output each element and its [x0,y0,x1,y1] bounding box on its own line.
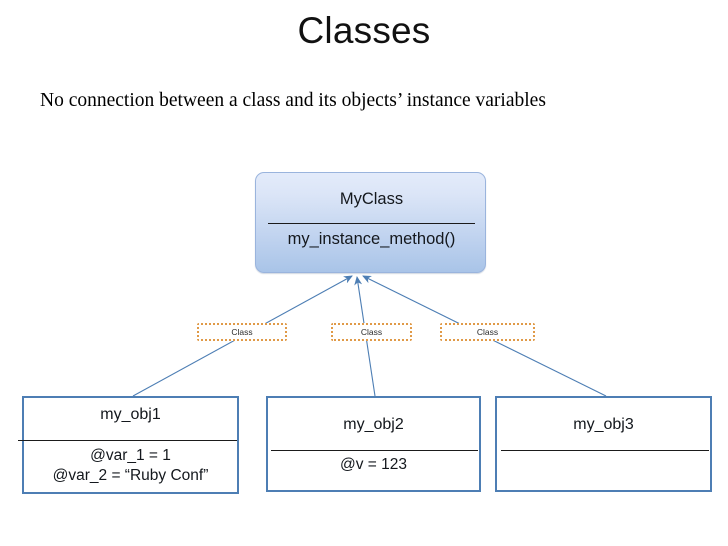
class-box-method: my_instance_method() [287,230,456,248]
object-box-attributes: @v = 123 [268,455,479,475]
object-box-name: my_obj1 [100,406,161,423]
class-tag-label: Class [360,327,383,337]
slide-subtitle: No connection between a class and its ob… [40,90,546,111]
class-tag-left[interactable]: Class [197,323,287,341]
object-box-divider [271,450,478,451]
object-box-my-obj2[interactable]: my_obj2 @v = 123 [266,396,481,492]
object-box-divider [501,450,709,451]
class-box-myclass[interactable]: MyClass my_instance_method() [255,172,486,273]
class-tag-middle[interactable]: Class [331,323,412,341]
class-box-name: MyClass [339,190,404,208]
class-tag-label: Class [231,327,253,337]
object-box-name: my_obj2 [343,416,404,433]
object-attribute: @v = 123 [339,456,407,473]
object-box-name: my_obj3 [573,416,634,433]
object-attribute: @var_1 = 1 [90,447,171,464]
object-box-attributes: @var_1 = 1 @var_2 = “Ruby Conf” [24,446,237,486]
page-title: Classes [297,10,431,51]
object-box-my-obj1[interactable]: my_obj1 @var_1 = 1 @var_2 = “Ruby Conf” [18,396,239,494]
object-attribute: @var_2 = “Ruby Conf” [52,467,209,484]
class-box-divider [268,223,475,224]
class-tag-right[interactable]: Class [440,323,535,341]
object-box-my-obj3[interactable]: my_obj3 [495,396,712,492]
class-tag-label: Class [476,327,499,337]
object-box-divider [18,440,237,441]
